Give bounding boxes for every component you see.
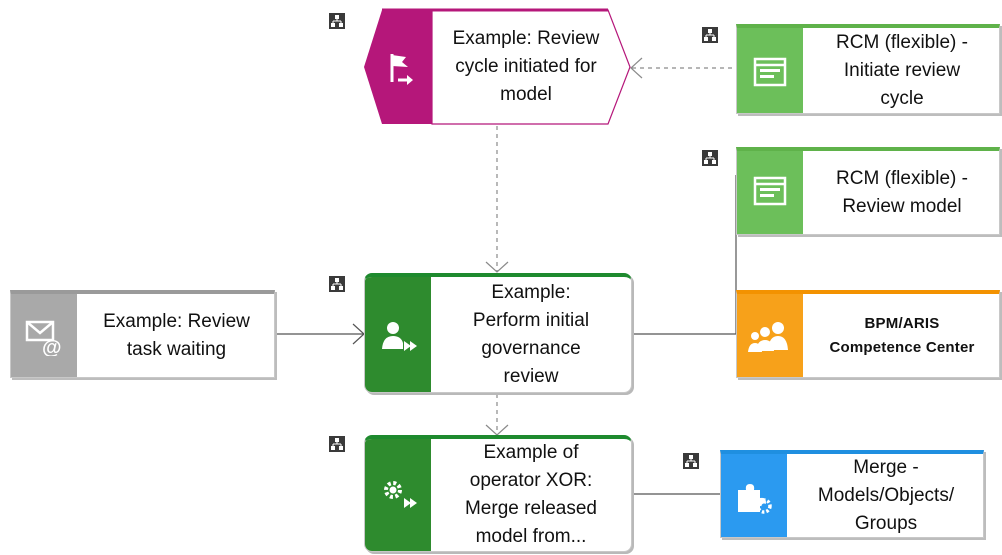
arrowhead-process-in bbox=[485, 261, 509, 273]
window-form-icon bbox=[749, 173, 791, 209]
mail-at-icon: @ bbox=[21, 314, 67, 358]
system-rcm-review-model[interactable]: RCM (flexible) - Review model bbox=[736, 147, 1000, 235]
org-band bbox=[737, 294, 803, 377]
flag-arrow-icon bbox=[380, 48, 424, 88]
org-competence-center[interactable]: BPM/ARIS Competence Center bbox=[736, 290, 1000, 378]
process-band bbox=[365, 277, 431, 392]
event-shape bbox=[364, 8, 631, 125]
hierarchy-marker-icon[interactable] bbox=[702, 150, 718, 166]
event-review-cycle-label: Example: Review cycle initiated for mode… bbox=[452, 28, 600, 105]
system-band bbox=[737, 151, 803, 234]
merge-models-label: Merge - Models/Objects/ Groups bbox=[817, 456, 955, 534]
message-review-task-waiting[interactable]: @ Example: Review task waiting bbox=[10, 290, 275, 378]
operator-xor-label: Example of operator XOR: Merge released … bbox=[464, 442, 598, 547]
arrowhead-event-in bbox=[630, 57, 643, 79]
event-review-cycle-initiated[interactable]: Example: Review cycle initiated for mode… bbox=[362, 8, 634, 126]
svg-text:@: @ bbox=[42, 337, 62, 356]
rcm-initiate-label: RCM (flexible) - Initiate review cycle bbox=[836, 31, 968, 109]
hierarchy-marker-icon[interactable] bbox=[329, 436, 345, 452]
function-initial-governance-review[interactable]: Example: Perform initial governance revi… bbox=[364, 273, 632, 393]
service-merge-models[interactable]: Merge - Models/Objects/ Groups bbox=[720, 450, 984, 538]
person-play-icon bbox=[377, 317, 421, 357]
function-operator-xor-merge[interactable]: Example of operator XOR: Merge released … bbox=[364, 435, 632, 552]
hierarchy-marker-icon[interactable] bbox=[329, 13, 345, 29]
hierarchy-marker-icon[interactable] bbox=[329, 276, 345, 292]
initial-review-label: Example: Perform initial governance revi… bbox=[472, 281, 590, 387]
rcm-review-model-label: RCM (flexible) - Review model bbox=[836, 167, 968, 217]
process-band bbox=[365, 439, 431, 551]
review-task-label: Example: Review task waiting bbox=[103, 310, 250, 360]
window-form-icon bbox=[749, 54, 791, 90]
puzzle-gear-icon bbox=[731, 476, 777, 518]
message-band bbox=[11, 294, 77, 377]
competence-center-label: BPM/ARIS Competence Center bbox=[829, 314, 975, 356]
system-rcm-initiate-review[interactable]: RCM (flexible) - Initiate review cycle bbox=[736, 24, 1000, 114]
hierarchy-marker-icon[interactable] bbox=[683, 453, 699, 469]
hierarchy-marker-icon[interactable] bbox=[702, 27, 718, 43]
gear-play-icon bbox=[375, 475, 421, 515]
group-people-icon bbox=[747, 318, 793, 356]
